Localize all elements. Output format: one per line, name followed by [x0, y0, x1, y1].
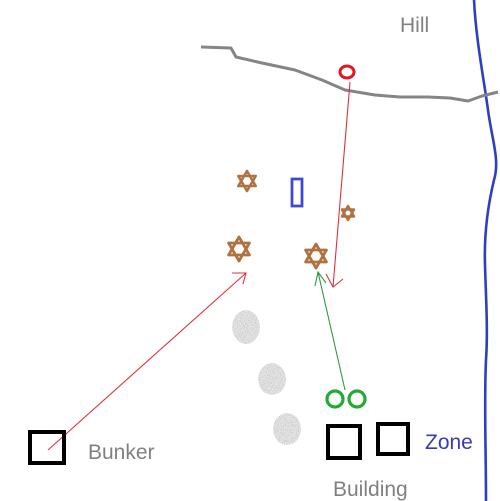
smoke-icon — [273, 413, 301, 445]
star-icon — [227, 235, 251, 263]
river-line — [472, 0, 498, 501]
square-icon — [376, 422, 410, 456]
red-arrow-south — [325, 81, 351, 288]
bunker-label: Bunker — [88, 441, 155, 464]
square-icon — [28, 430, 66, 465]
red-arrow-bunker — [47, 272, 247, 451]
red-unit-icon — [338, 64, 356, 80]
smoke-icon — [258, 363, 286, 395]
ring-icon — [347, 389, 367, 409]
star-icon — [304, 242, 328, 270]
blue-unit-icon — [290, 177, 304, 208]
ring-icon — [325, 389, 345, 409]
star-icon — [237, 169, 257, 193]
green-arrow — [314, 270, 346, 391]
smoke-icon — [232, 310, 260, 344]
building-label: Building — [333, 478, 408, 501]
star-icon — [340, 204, 356, 222]
hill-label: Hill — [400, 14, 430, 37]
ridge-line — [200, 45, 499, 103]
zone-label: Zone — [425, 431, 473, 454]
square-icon — [326, 424, 362, 460]
